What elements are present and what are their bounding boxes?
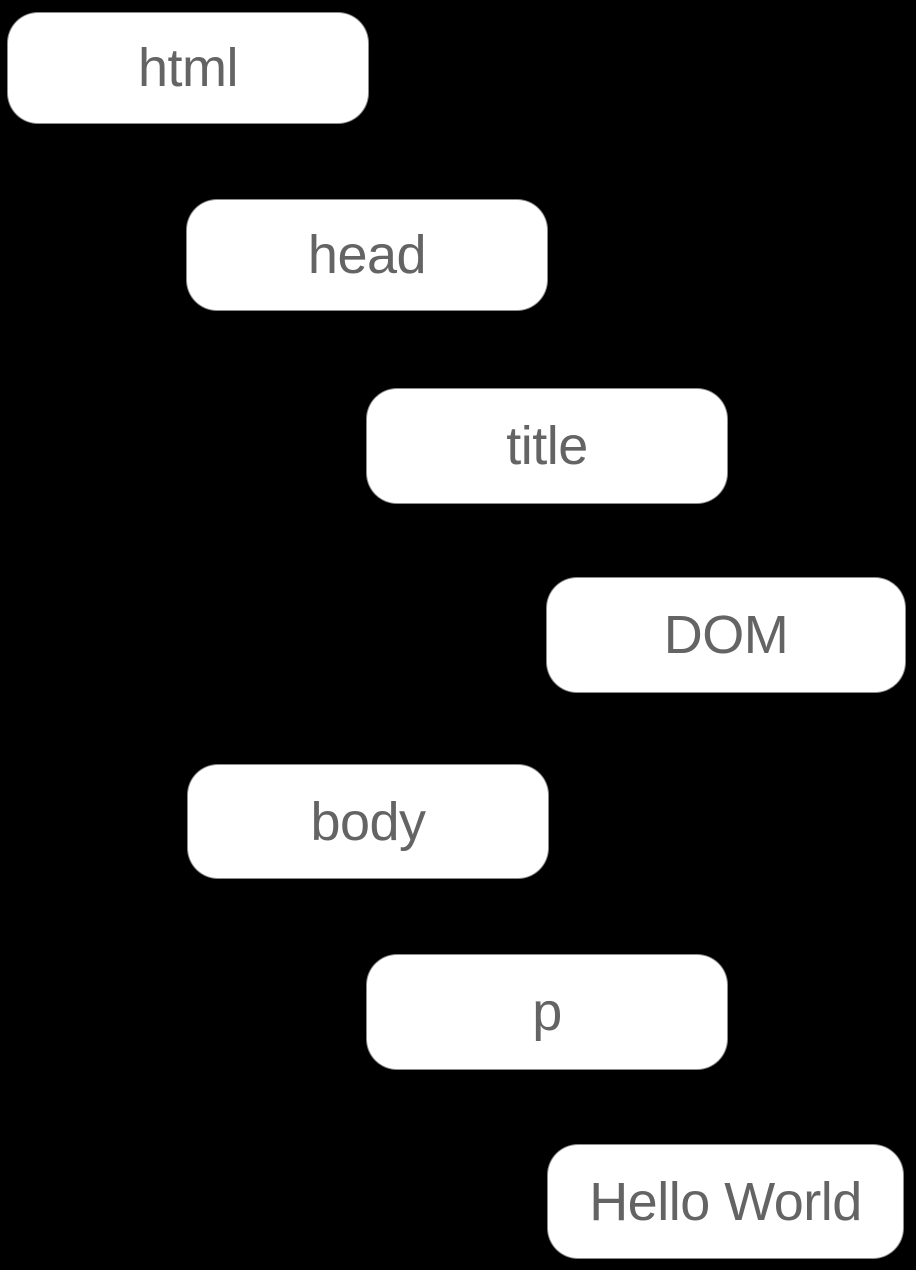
dom-node-title[interactable]: title: [367, 389, 727, 503]
dom-node-dom[interactable]: DOM: [547, 578, 905, 692]
dom-node-p[interactable]: p: [367, 955, 727, 1069]
dom-node-label: title: [506, 416, 588, 476]
dom-node-body[interactable]: body: [188, 765, 548, 878]
dom-node-label: p: [532, 982, 562, 1042]
dom-node-label: DOM: [663, 605, 789, 665]
dom-node-hello-world[interactable]: Hello World: [548, 1145, 903, 1258]
dom-node-label: head: [307, 225, 427, 285]
dom-node-label: html: [137, 38, 239, 98]
dom-node-label: body: [310, 791, 426, 852]
dom-node-head[interactable]: head: [187, 200, 547, 310]
dom-node-html[interactable]: html: [8, 13, 368, 123]
dom-node-label: Hello World: [589, 1171, 862, 1232]
